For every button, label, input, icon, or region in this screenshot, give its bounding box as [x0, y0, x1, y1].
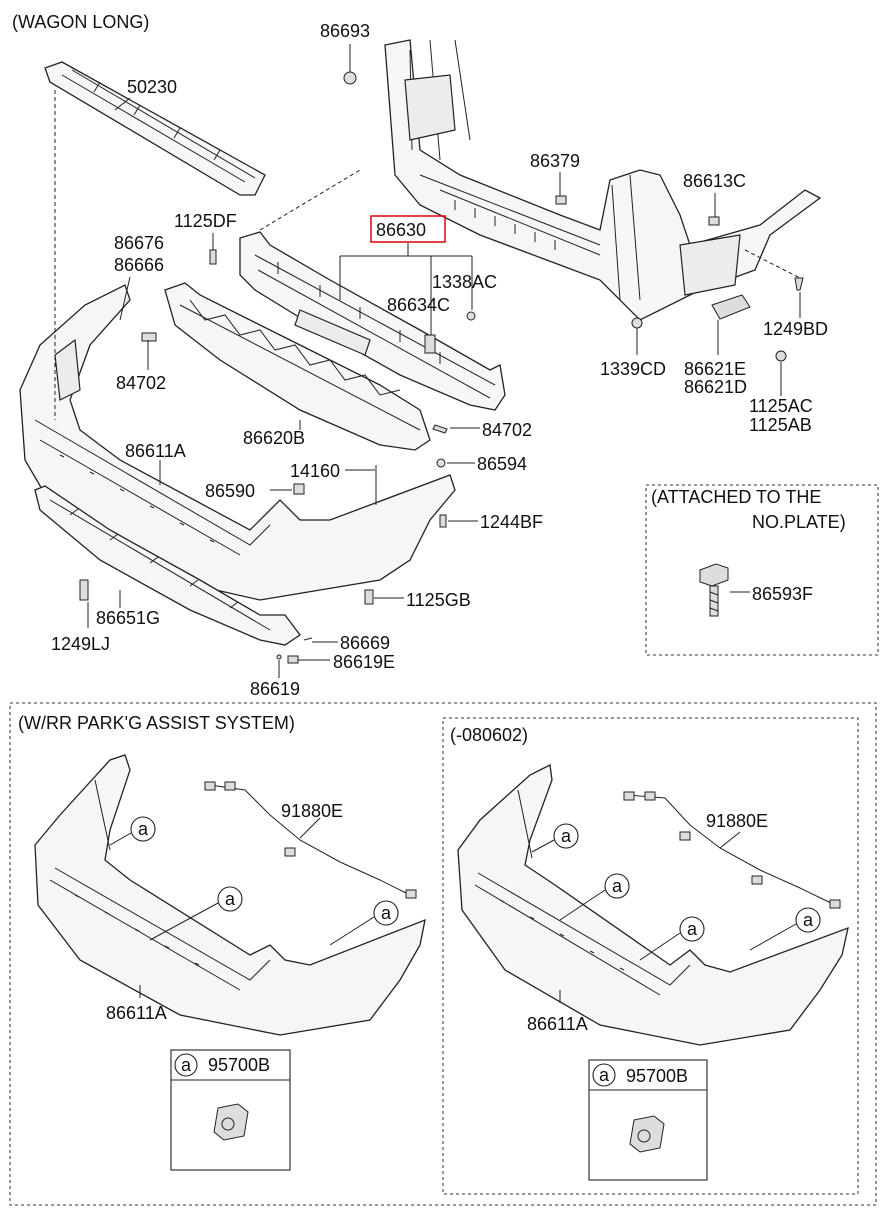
callout-91880E-right: 91880E	[706, 811, 768, 831]
callout-95700B-right: 95700B	[626, 1066, 688, 1086]
callout-86613C: 86613C	[683, 171, 746, 191]
ref-a-left-3: a	[381, 903, 392, 923]
part-86630-rear-beam	[239, 231, 506, 411]
callout-84702-a: 84702	[116, 373, 166, 393]
section-wagon-long: (WAGON LONG)	[12, 12, 149, 32]
part-86651G-lower-skirt	[34, 485, 301, 646]
park-assist-section: (W/RR PARK'G ASSIST SYSTEM) a a a 91880E…	[9, 702, 877, 1206]
ref-a-left-box: a	[181, 1055, 192, 1075]
callout-1338AC: 1338AC	[432, 272, 497, 292]
callout-86676: 86676	[114, 233, 164, 253]
callout-1125GB: 1125GB	[406, 590, 471, 610]
callout-86619E: 86619E	[333, 652, 395, 672]
ref-a-right-box: a	[599, 1065, 610, 1085]
ref-a-right-3: a	[687, 919, 698, 939]
callout-86651G: 86651G	[96, 608, 160, 628]
attached-label-line2: NO.PLATE)	[752, 512, 846, 532]
callout-86621E: 86621E	[684, 359, 746, 379]
callout-14160: 14160	[290, 461, 340, 481]
callout-84702-b: 84702	[482, 420, 532, 440]
part-86620B-absorber	[164, 282, 431, 451]
callout-86634C: 86634C	[387, 295, 450, 315]
callout-1125DF: 1125DF	[174, 211, 237, 231]
highlight-86630	[370, 215, 446, 243]
callout-86611A: 86611A	[125, 441, 186, 461]
leader-lines	[54, 44, 801, 678]
callout-1125AB: 1125AB	[749, 415, 812, 435]
callout-86630: 86630	[376, 220, 426, 240]
ref-a-left-1: a	[138, 819, 149, 839]
attached-no-plate-box: (ATTACHED TO THE NO.PLATE) 86593F	[645, 484, 879, 656]
callout-86621D: 86621D	[684, 377, 747, 397]
callout-86611A-left: 86611A	[106, 1003, 167, 1023]
callout-1244BF: 1244BF	[480, 512, 543, 532]
ref-a-right-2: a	[612, 876, 623, 896]
callout-1125AC: 1125AC	[749, 396, 813, 416]
callout-91880E-left: 91880E	[281, 801, 343, 821]
callout-86693: 86693	[320, 21, 370, 41]
callout-86666: 86666	[114, 255, 164, 275]
section-date-range: (-080602)	[450, 725, 528, 745]
attached-label-line1: (ATTACHED TO THE	[651, 487, 821, 507]
part-50230-cover	[44, 61, 266, 196]
ref-a-left-2: a	[225, 889, 236, 909]
callout-86594: 86594	[477, 454, 527, 474]
callout-1249LJ: 1249LJ	[51, 634, 110, 654]
hardware-items	[79, 71, 804, 664]
callout-95700B-left: 95700B	[208, 1055, 270, 1075]
callouts-top: 86693 50230 86379 86613C 1125DF 86630 86…	[51, 21, 828, 699]
callout-86619: 86619	[250, 679, 300, 699]
callout-1249BD: 1249BD	[763, 319, 828, 339]
callout-86379: 86379	[530, 151, 580, 171]
callout-86593F: 86593F	[752, 584, 813, 604]
ref-a-right-1: a	[561, 826, 572, 846]
callout-86590: 86590	[205, 481, 255, 501]
part-86611A-bumper-cover	[19, 284, 456, 601]
ref-a-right-4: a	[803, 910, 814, 930]
section-park-assist: (W/RR PARK'G ASSIST SYSTEM)	[18, 713, 295, 733]
rear-body-panel	[384, 39, 822, 321]
callout-50230: 50230	[127, 77, 177, 97]
callout-86669: 86669	[340, 633, 390, 653]
callout-86620B: 86620B	[243, 428, 305, 448]
callout-86611A-right: 86611A	[527, 1014, 588, 1034]
callout-1339CD: 1339CD	[600, 359, 666, 379]
